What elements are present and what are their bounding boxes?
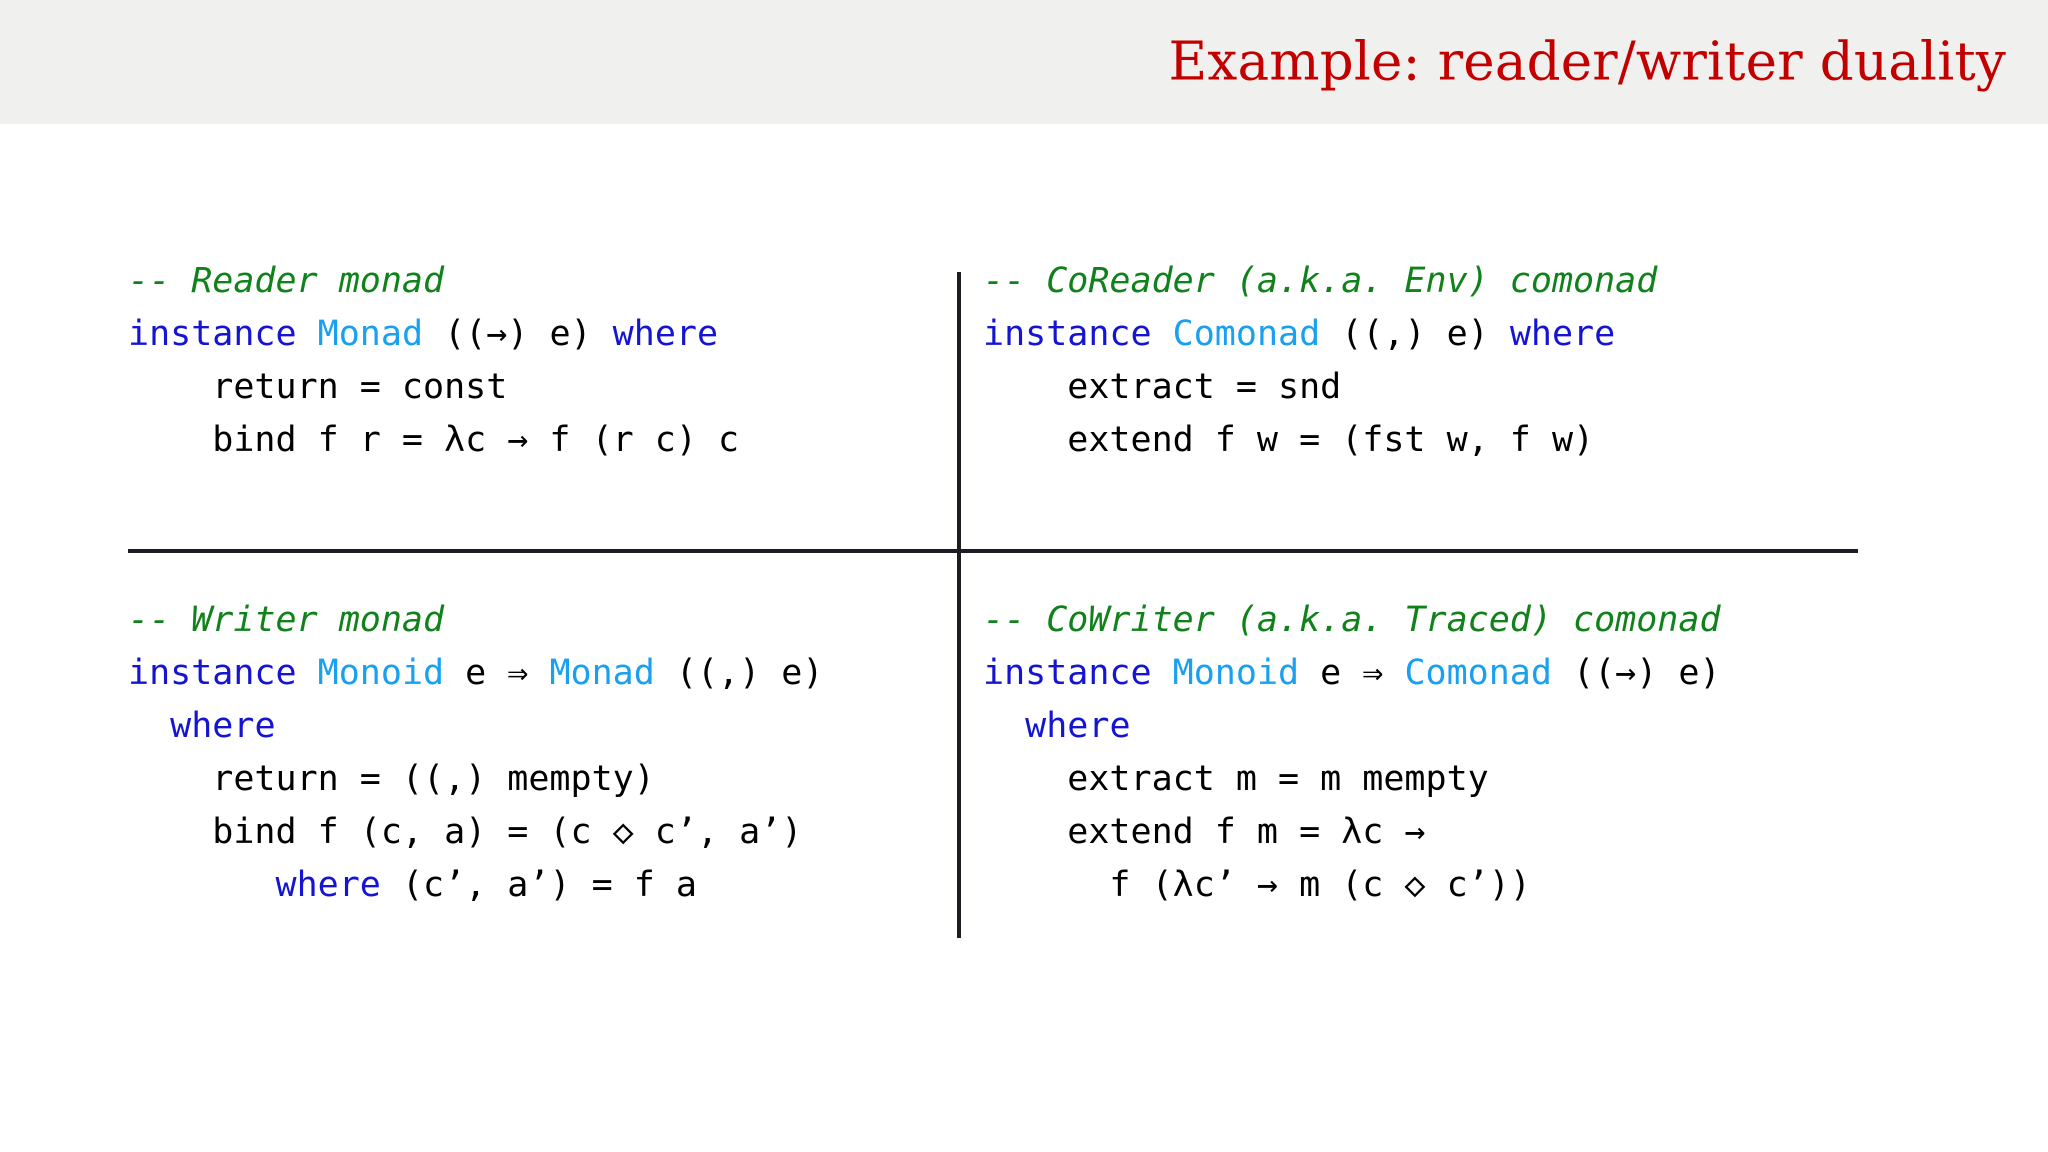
code-token-plain [128, 706, 170, 746]
code-token-plain: e ⇒ [1299, 653, 1405, 693]
code-token-plain: extend f w = (fst w, f w) [983, 420, 1595, 460]
code-token-plain: ((,) e) [654, 653, 824, 693]
code-token-plain: return = const [128, 367, 508, 407]
code-line: where [128, 700, 823, 753]
code-token-plain: ((→) e) [423, 314, 613, 354]
code-line: bind f (c, a) = (c ◇ c’, a’) [128, 806, 823, 859]
code-line: instance Monad ((→) e) where [128, 308, 739, 361]
code-line: extend f w = (fst w, f w) [983, 414, 1657, 467]
slide-body: -- Reader monad instance Monad ((→) e) wh… [0, 124, 2048, 1152]
code-line: extract = snd [983, 361, 1657, 414]
code-token-comment: -- Writer monad [128, 600, 445, 640]
code-token-type: Comonad [1172, 314, 1321, 354]
code-line: bind f r = λc → f (r c) c [128, 414, 739, 467]
code-token-comment: -- Reader monad [128, 261, 445, 301]
code-token-plain: ((,) e) [1320, 314, 1510, 354]
slide-header-bar: Example: reader/writer duality [0, 0, 2048, 124]
code-block-writer-monad: -- Writer monad instance Monoid e ⇒ Monad… [128, 594, 823, 912]
code-line: return = const [128, 361, 739, 414]
code-token-type: Comonad [1404, 653, 1552, 693]
code-line: -- Reader monad [128, 255, 739, 308]
code-line: -- CoWriter (a.k.a. Traced) comonad [983, 594, 1721, 647]
code-token-plain: bind f (c, a) = (c ◇ c’, a’) [128, 812, 803, 852]
code-token-keyword: instance [983, 653, 1173, 693]
code-token-keyword: instance [128, 653, 318, 693]
code-token-plain: extract m = m mempty [983, 759, 1489, 799]
code-token-plain: f (λc’ → m (c ◇ c’)) [983, 865, 1531, 905]
code-line: where [983, 700, 1721, 753]
code-block-coreader-comonad: -- CoReader (a.k.a. Env) comonad instance… [983, 255, 1657, 467]
code-block-reader-monad: -- Reader monad instance Monad ((→) e) wh… [128, 255, 739, 467]
code-token-plain: e ⇒ [444, 653, 550, 693]
code-token-keyword: where [275, 865, 381, 905]
code-line: -- CoReader (a.k.a. Env) comonad [983, 255, 1657, 308]
code-line: where (c’, a’) = f a [128, 859, 823, 912]
code-token-keyword: where [1509, 314, 1616, 354]
code-line: f (λc’ → m (c ◇ c’)) [983, 859, 1721, 912]
code-line: instance Comonad ((,) e) where [983, 308, 1657, 361]
code-token-type: Monoid [1172, 653, 1300, 693]
code-token-plain: extend f m = λc → [983, 812, 1426, 852]
code-line: instance Monoid e ⇒ Comonad ((→) e) [983, 647, 1721, 700]
horizontal-divider-rule [128, 549, 1858, 553]
code-token-plain: return = ((,) mempty) [128, 759, 655, 799]
code-line: extend f m = λc → [983, 806, 1721, 859]
code-token-type: Monoid [317, 653, 445, 693]
code-token-type: Monad [317, 314, 424, 354]
code-token-keyword: instance [983, 314, 1173, 354]
code-line: extract m = m mempty [983, 753, 1721, 806]
vertical-divider-rule [957, 272, 961, 938]
code-line: -- Writer monad [128, 594, 823, 647]
code-line: instance Monoid e ⇒ Monad ((,) e) [128, 647, 823, 700]
code-token-plain [128, 865, 276, 905]
code-block-cowriter-comonad: -- CoWriter (a.k.a. Traced) comonad insta… [983, 594, 1721, 912]
code-token-plain: ((→) e) [1551, 653, 1721, 693]
code-token-plain [983, 706, 1025, 746]
code-token-comment: -- CoWriter (a.k.a. Traced) comonad [983, 600, 1721, 640]
code-token-keyword: where [170, 706, 276, 746]
code-token-keyword: instance [128, 314, 318, 354]
code-token-type: Monad [549, 653, 655, 693]
code-token-plain: (c’, a’) = f a [380, 865, 697, 905]
page-title: Example: reader/writer duality [1168, 31, 2006, 93]
code-token-keyword: where [612, 314, 719, 354]
code-token-comment: -- CoReader (a.k.a. Env) comonad [983, 261, 1658, 301]
code-line: return = ((,) mempty) [128, 753, 823, 806]
code-token-plain: bind f r = λc → f (r c) c [128, 420, 740, 460]
code-token-plain: extract = snd [983, 367, 1342, 407]
code-token-keyword: where [1025, 706, 1131, 746]
